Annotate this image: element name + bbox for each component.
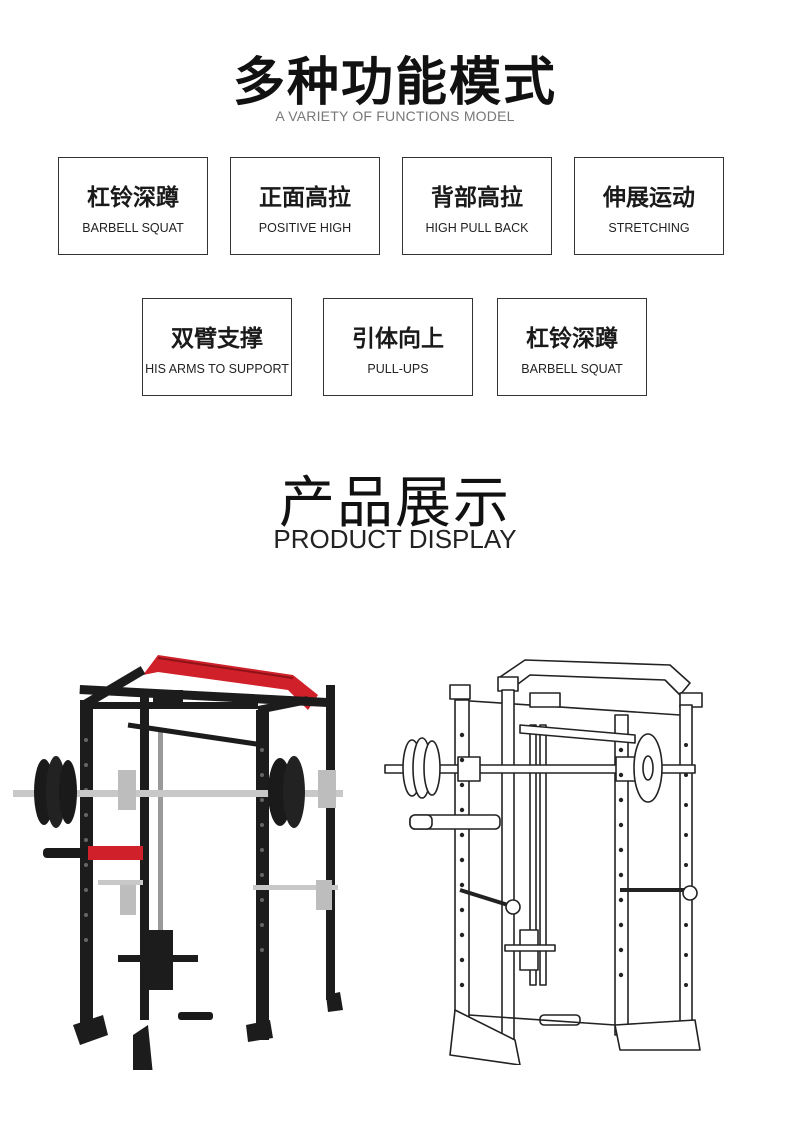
functions-title: 多种功能模式: [232, 53, 557, 113]
function-card-en-label: STRETCHING: [608, 221, 690, 235]
power-rack-line-drawing: [384, 659, 703, 1065]
function-card-cn-label: 双臂支撑: [171, 326, 263, 352]
function-card-cn-label: 引体向上: [352, 326, 444, 352]
function-card-barbell-squat: 杠铃深蹲 BARBELL SQUAT: [58, 157, 208, 255]
function-card-cn-label: 杠铃深蹲: [526, 326, 618, 352]
function-card-en-label: BARBELL SQUAT: [521, 362, 623, 376]
function-card-en-label: HIS ARMS TO SUPPORT: [145, 362, 289, 376]
function-card-cn-label: 伸展运动: [603, 185, 695, 211]
function-card-en-label: POSITIVE HIGH: [258, 221, 352, 235]
function-card-en-label: HIGH PULL BACK: [425, 221, 529, 235]
function-card-high-pull-back: 背部高拉 HIGH PULL BACK: [402, 157, 552, 255]
function-card-arms-support: 双臂支撑 HIS ARMS TO SUPPORT: [142, 298, 292, 396]
functions-subtitle: A VARIETY OF FUNCTIONS MODEL: [275, 108, 515, 124]
function-card-cn-label: 正面高拉: [259, 185, 351, 211]
function-card-cn-label: 杠铃深蹲: [87, 185, 179, 211]
function-card-cn-label: 背部高拉: [431, 185, 523, 211]
function-card-pull-ups: 引体向上 PULL-UPS: [323, 298, 473, 396]
function-card-positive-high: 正面高拉 POSITIVE HIGH: [230, 157, 380, 255]
function-card-barbell-squat-2: 杠铃深蹲 BARBELL SQUAT: [497, 298, 647, 396]
function-card-en-label: BARBELL SQUAT: [82, 221, 184, 235]
display-subtitle: PRODUCT DISPLAY: [273, 524, 517, 554]
display-title: 产品展示: [279, 471, 511, 536]
function-card-en-label: PULL-UPS: [367, 362, 429, 376]
power-rack-photo: [13, 655, 343, 1070]
function-card-stretching: 伸展运动 STRETCHING: [574, 157, 724, 255]
